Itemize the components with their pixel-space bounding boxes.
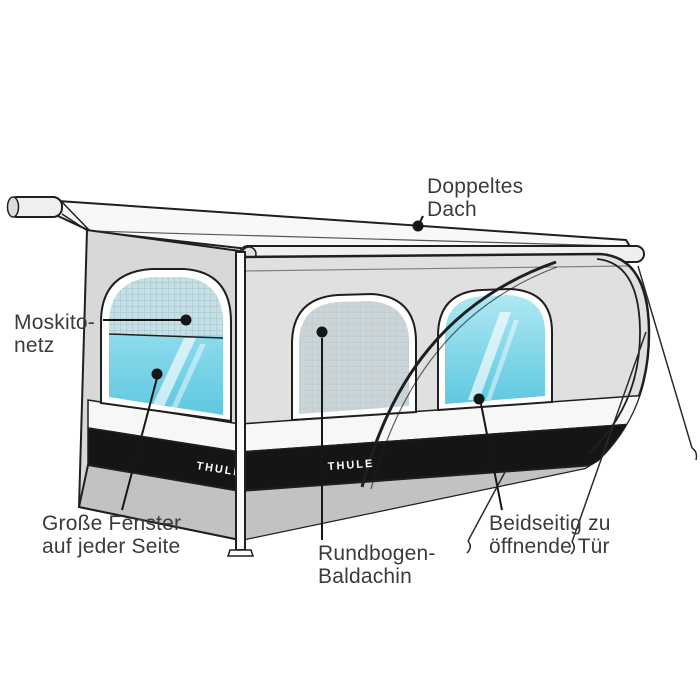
- dot-tuer: [473, 393, 485, 405]
- rope-peg: [466, 540, 471, 554]
- front-panel: THULE: [238, 252, 651, 542]
- double-roof-seam: [89, 230, 619, 247]
- dot-rundbogen: [316, 326, 328, 338]
- dot-doppeltes-dach: [412, 220, 424, 232]
- guy-rope: [571, 331, 647, 543]
- cassette-end-cap: [6, 196, 20, 218]
- front-hem-seam: [241, 265, 629, 272]
- front-window-covered: [291, 292, 417, 422]
- dot-grosse-fenster: [151, 368, 163, 380]
- callout-leaders: [103, 215, 503, 540]
- rope-peg: [691, 447, 698, 461]
- side-window: [100, 268, 232, 423]
- glass-reflection: [468, 312, 511, 400]
- side-panel: THULE: [77, 228, 244, 542]
- dot-moskitonetz: [180, 314, 192, 326]
- callout-dots: [151, 220, 485, 405]
- brand-logo-front: THULE: [327, 458, 374, 473]
- label-moskitonetz: Moskito- netz: [14, 311, 95, 357]
- glass-reflection: [168, 344, 206, 415]
- door-tie: [467, 471, 506, 542]
- corner-pole: [226, 251, 255, 557]
- glass-reflection: [148, 338, 196, 415]
- leader-grosse-fenster: [121, 377, 158, 511]
- door-zip-arc: [360, 260, 557, 488]
- glass-reflection: [486, 320, 519, 400]
- guy-ropes: [466, 265, 698, 555]
- label-rundbogen-baldachin: Rundbogen- Baldachin: [318, 542, 436, 588]
- guy-rope: [637, 265, 693, 449]
- label-grosse-fenster: Große Fenster auf jeder Seite: [42, 512, 182, 558]
- label-beidseitig-tuer: Beidseitig zu öffnende Tür: [489, 512, 611, 558]
- leader-tuer: [480, 403, 503, 511]
- door-window: [437, 287, 553, 412]
- label-doppeltes-dach: Doppeltes Dach: [427, 175, 524, 221]
- door-zip-arc-inner: [370, 266, 558, 490]
- rope-peg: [570, 541, 575, 555]
- pole-foot: [226, 549, 255, 557]
